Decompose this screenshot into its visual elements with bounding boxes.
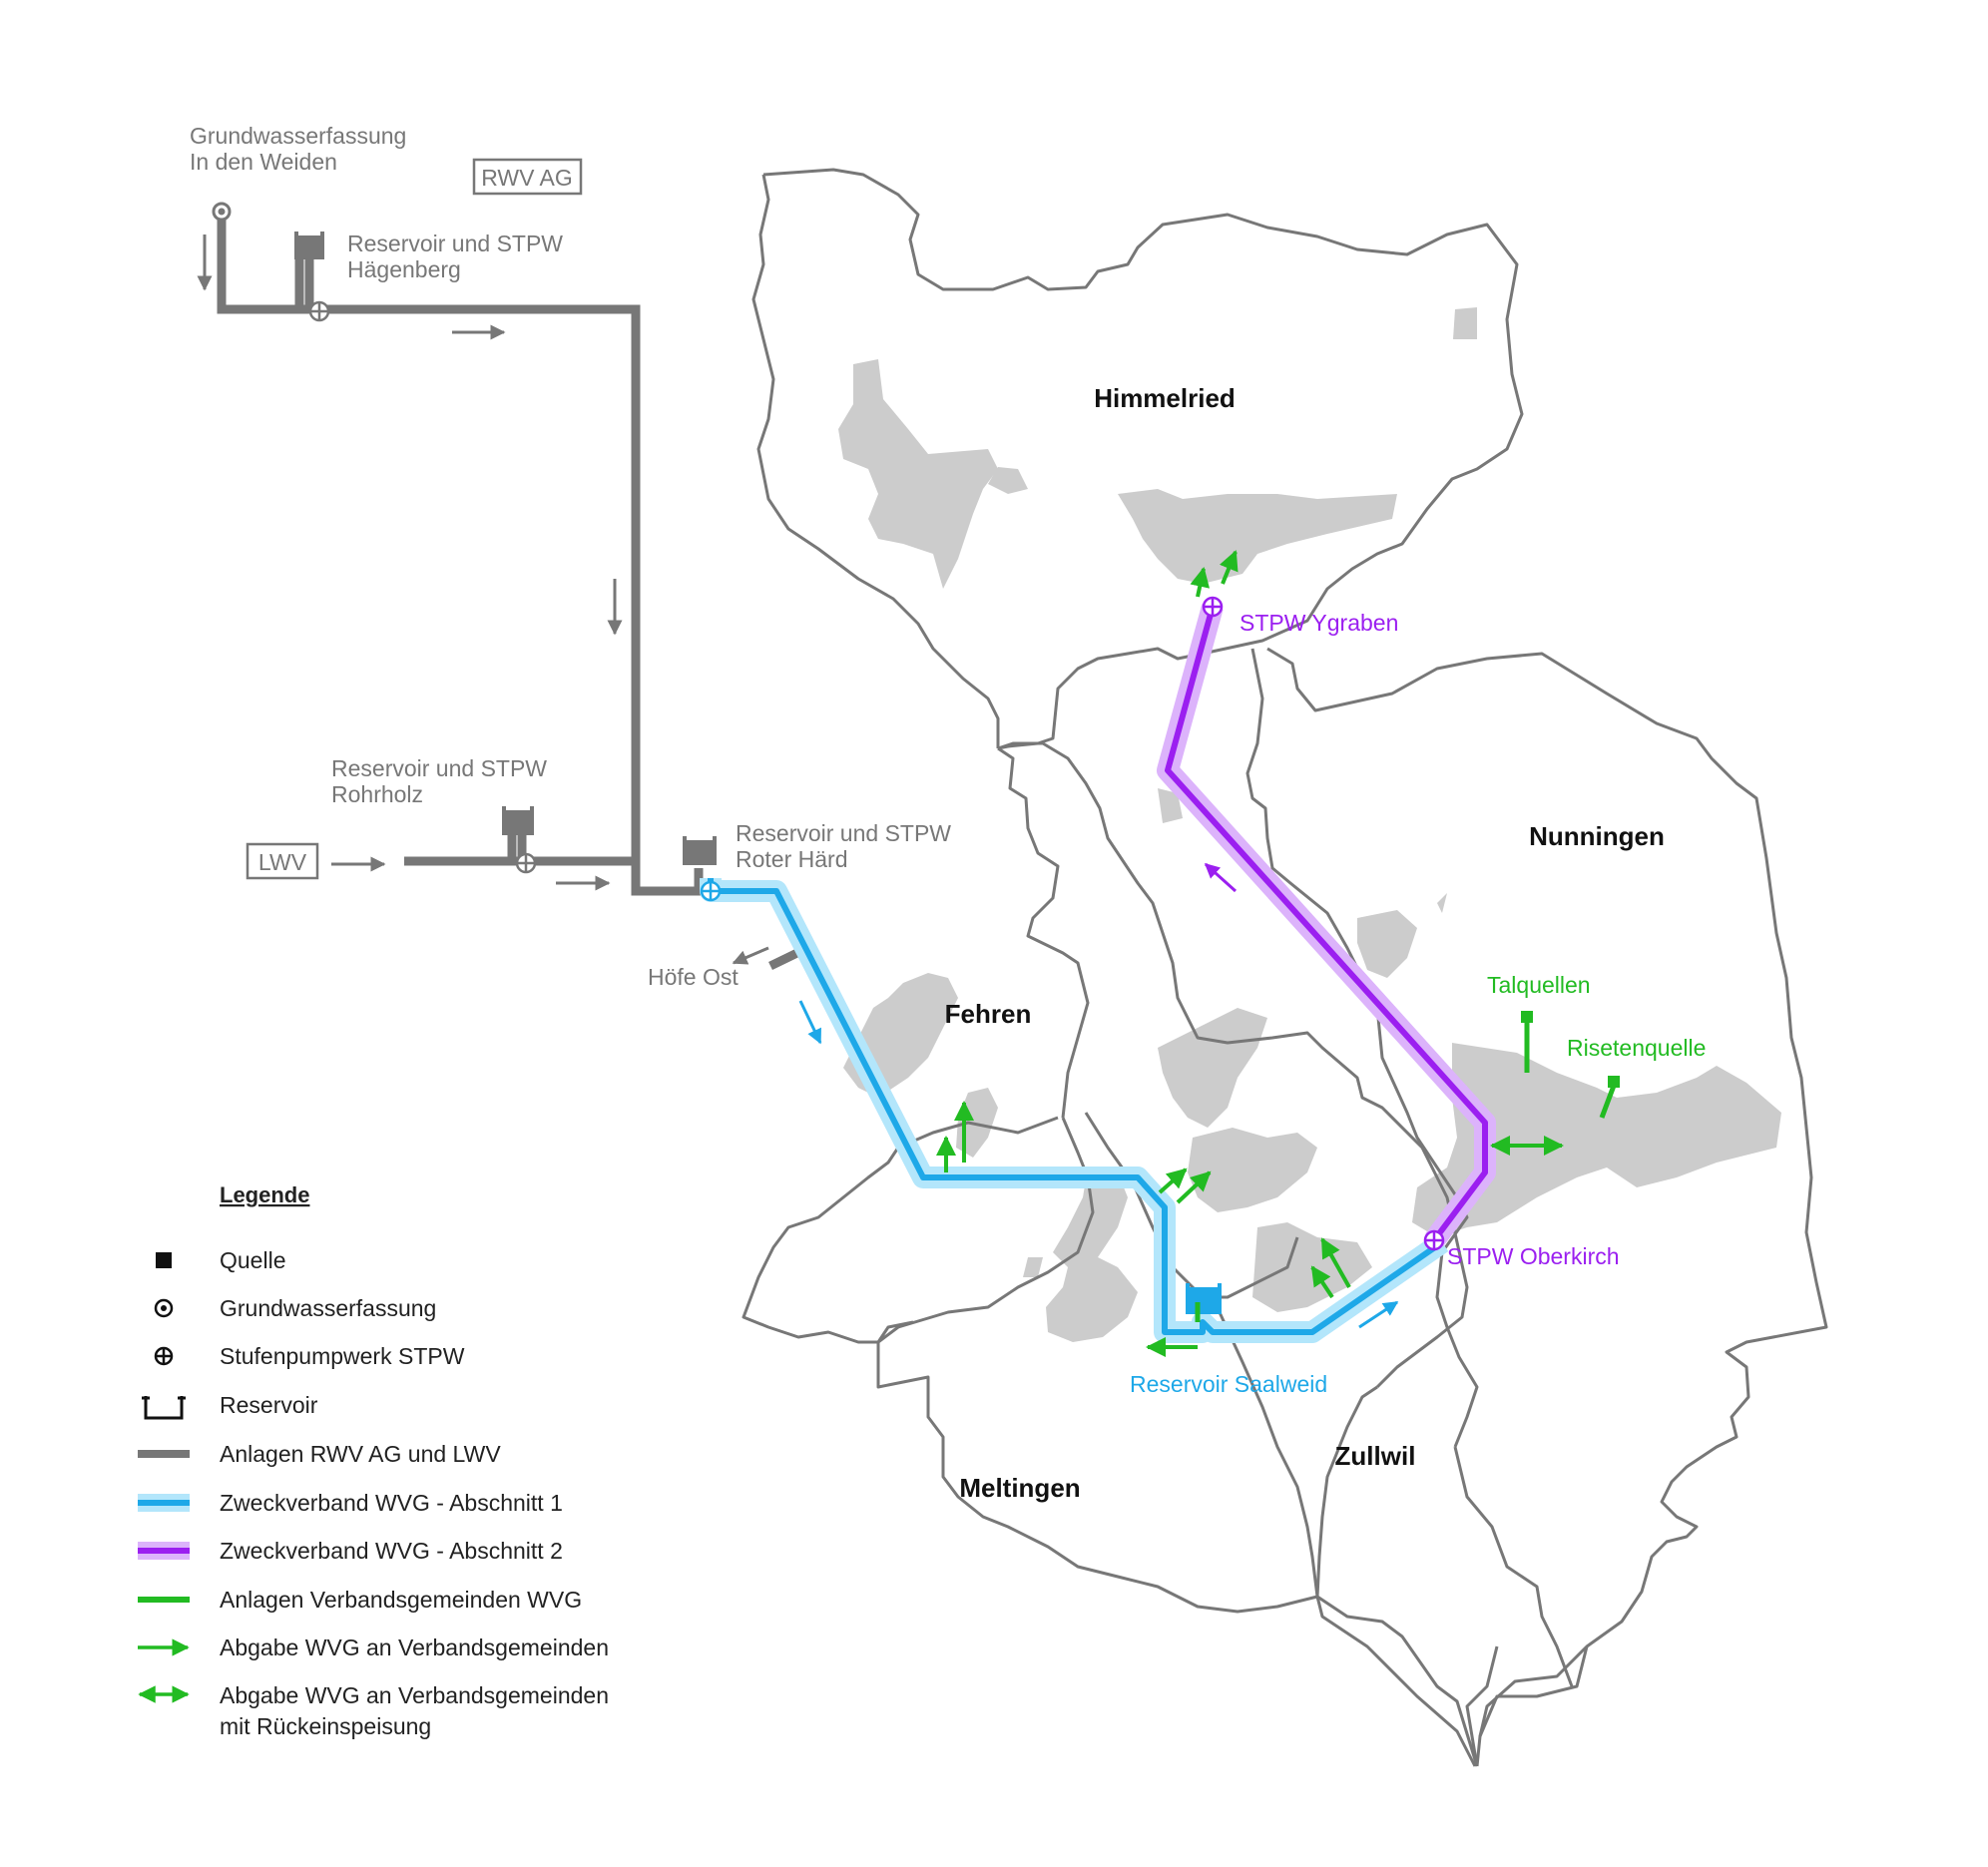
legend-title: Legende — [220, 1182, 309, 1207]
reservoir-icon-rohrholz — [502, 810, 534, 835]
source-icon-talquellen — [1521, 1011, 1533, 1023]
flow-arrow-hoefe-ost — [732, 946, 769, 965]
label-hoefe-ost: Höfe Ost — [648, 964, 739, 990]
source-icon-risetenquelle — [1608, 1076, 1620, 1088]
reservoir-icon-haegenberg — [294, 235, 324, 259]
municipality-label-fehren: Fehren — [945, 999, 1032, 1029]
legend-label-abschnitt-1: Zweckverband WVG - Abschnitt 1 — [220, 1490, 563, 1516]
gray-flow-arrows — [197, 234, 769, 965]
legend-label-abgabe-rueck-line2: mit Rückeinspeisung — [220, 1713, 431, 1739]
wvg-section-2-pipeline — [1157, 604, 1496, 1247]
legend-label-abgabe: Abgabe WVG an Verbandsgemeinden — [220, 1634, 609, 1660]
municipal-facilities-green — [1195, 1020, 1617, 1322]
label-rohrholz-line1: Reservoir und STPW — [331, 755, 547, 781]
flow-arrow-purple — [1204, 862, 1238, 893]
square-icon — [156, 1252, 172, 1268]
municipality-borders — [742, 168, 1828, 1767]
label-roter-haerd-line1: Reservoir und STPW — [736, 820, 951, 846]
flow-arrow-blue — [798, 1000, 822, 1045]
legend-label-rwv-lwv: Anlagen RWV AG und LWV — [220, 1441, 501, 1467]
rwv-lwv-pipelines — [217, 215, 704, 896]
circle-plus-icon — [154, 1346, 174, 1366]
pump-station-icon-oberkirch — [1423, 1229, 1445, 1251]
lwv-box-label: LWV — [258, 849, 307, 875]
blue-flow-arrows — [798, 1000, 1399, 1329]
dot-circle-icon — [154, 1298, 174, 1318]
label-haegenberg-line2: Hägenberg — [347, 256, 461, 282]
rwv-box — [472, 158, 583, 196]
pump-station-icon-roter-haerd — [700, 880, 722, 902]
legend-label-quelle: Quelle — [220, 1247, 285, 1273]
label-haegenberg-line1: Reservoir und STPW — [347, 231, 563, 256]
reservoir-icon-roter-haerd — [683, 840, 717, 865]
legend-label-abgabe-rueck-line1: Abgabe WVG an Verbandsgemeinden — [220, 1682, 609, 1708]
legend: Legende Quelle Grundwasserfassung Stufen… — [138, 1182, 609, 1739]
lwv-box — [246, 842, 319, 880]
reservoir-icon-saalweid — [1186, 1287, 1222, 1314]
legend-label-anlagen-wvg: Anlagen Verbandsgemeinden WVG — [220, 1587, 582, 1613]
label-reservoir-saalweid: Reservoir Saalweid — [1130, 1371, 1327, 1397]
wvg-section-1-pipeline — [700, 878, 1449, 1343]
label-rohrholz-line2: Rohrholz — [331, 781, 423, 807]
label-talquellen: Talquellen — [1487, 972, 1591, 998]
pump-station-icon-rohrholz — [515, 852, 537, 874]
rwv-box-label: RWV AG — [481, 165, 573, 191]
label-roter-haerd-line2: Roter Härd — [736, 846, 847, 872]
municipality-label-nunningen: Nunningen — [1529, 821, 1665, 851]
municipality-label-meltingen: Meltingen — [959, 1473, 1080, 1503]
label-grundwasser-line1: Grundwasserfassung — [190, 123, 406, 149]
label-grundwasser-line2: In den Weiden — [190, 149, 337, 175]
label-stpw-oberkirch: STPW Oberkirch — [1447, 1243, 1620, 1269]
reservoir-icon — [144, 1396, 184, 1420]
label-risetenquelle: Risetenquelle — [1567, 1035, 1706, 1061]
municipality-label-himmelried: Himmelried — [1094, 383, 1236, 413]
flow-arrow-blue — [1358, 1300, 1399, 1329]
legend-label-abschnitt-2: Zweckverband WVG - Abschnitt 2 — [220, 1538, 563, 1564]
legend-label-grundwasser: Grundwasserfassung — [220, 1295, 436, 1321]
pump-station-icon-haegenberg — [308, 300, 330, 322]
groundwater-well-icon — [212, 202, 232, 222]
pump-station-icon-ygraben — [1202, 596, 1224, 618]
green-delivery-arrows — [936, 550, 1564, 1357]
label-stpw-ygraben: STPW Ygraben — [1240, 610, 1398, 636]
legend-label-stpw: Stufenpumpwerk STPW — [220, 1343, 465, 1369]
municipality-label-zullwil: Zullwil — [1335, 1441, 1416, 1471]
legend-label-reservoir: Reservoir — [220, 1392, 318, 1418]
